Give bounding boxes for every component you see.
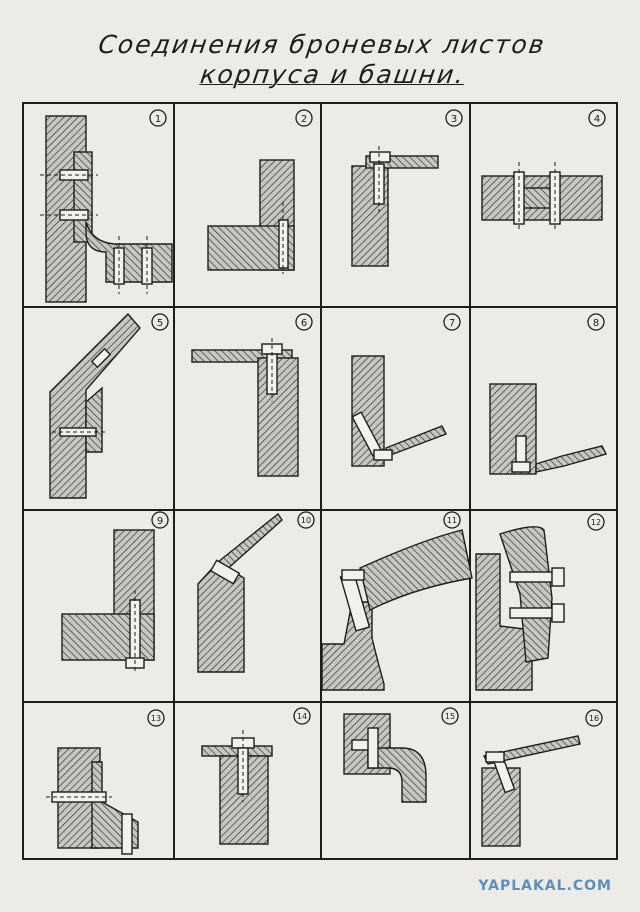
- panel-number-circle: [443, 511, 461, 529]
- panel-number-2-group: 2: [295, 109, 313, 127]
- panel-number-6: 6: [301, 318, 307, 329]
- panel-number-4: 4: [594, 114, 600, 125]
- panel-number-circle: [297, 511, 315, 529]
- panel-number-3-group: 3: [445, 109, 463, 127]
- panel-number-14-group: 14: [293, 707, 311, 725]
- joint-drawing-16: [481, 735, 581, 847]
- title-line-2: корпуса и башни.: [198, 60, 468, 89]
- panel-number-circle: [588, 109, 606, 127]
- panel-number-15-group: 15: [441, 707, 459, 725]
- panel-number-circle: [441, 707, 459, 725]
- panel-number-circle: [587, 313, 605, 331]
- panel-number-circle: [149, 109, 167, 127]
- panel-number-circle: [585, 709, 603, 727]
- grid-frame: [22, 102, 618, 860]
- panel-number-9-group: 9: [151, 511, 169, 529]
- joint-drawing-2: [207, 159, 295, 274]
- panel-number-circle: [443, 313, 461, 331]
- joint-drawing-1: [40, 115, 173, 303]
- panel-number-circle: [147, 709, 165, 727]
- title-line-1: Соединения броневых листов: [96, 30, 548, 59]
- joint-drawing-8: [489, 383, 608, 475]
- joint-drawing-11: [321, 529, 473, 691]
- panel-number-12-group: 12: [587, 513, 605, 531]
- panel-number-1-group: 1: [149, 109, 167, 127]
- joint-drawing-14: [201, 730, 273, 845]
- panel-number-16-group: 16: [585, 709, 603, 727]
- panel-number-7-group: 7: [443, 313, 461, 331]
- panel-number-8: 8: [593, 318, 599, 329]
- panel-number-1: 1: [155, 114, 161, 125]
- page-title: Соединения броневых листов корпуса и баш…: [0, 30, 640, 90]
- panel-number-10-group: 10: [297, 511, 315, 529]
- panel-number-13: 13: [151, 714, 161, 723]
- joint-drawing-7: [351, 355, 447, 467]
- panel-number-11-group: 11: [443, 511, 461, 529]
- joint-drawing-13: [46, 747, 139, 855]
- panel-number-15: 15: [445, 712, 455, 721]
- panel-number-8-group: 8: [587, 313, 605, 331]
- panel-number-circle: [295, 109, 313, 127]
- panel-number-3: 3: [451, 114, 457, 125]
- joint-drawing-12: [475, 526, 565, 691]
- panel-number-2: 2: [301, 114, 307, 125]
- panel-number-7: 7: [449, 318, 455, 329]
- panel-number-16: 16: [589, 714, 599, 723]
- site-watermark: YAPLAKAL.COM: [478, 878, 612, 894]
- joint-drawing-9: [61, 529, 155, 672]
- panel-number-13-group: 13: [147, 709, 165, 727]
- joint-drawing-10: [197, 512, 283, 673]
- joint-drawing-5: [49, 312, 141, 499]
- panel-number-9: 9: [157, 516, 163, 527]
- panel-number-12: 12: [591, 518, 601, 527]
- joint-drawing-6: [191, 338, 299, 477]
- panel-number-11: 11: [447, 516, 457, 525]
- panel-number-10: 10: [301, 516, 311, 525]
- joints-drawing-plate: 1 2 3 4 5 6 7 8 9 10 11 12: [22, 102, 618, 860]
- joint-drawing-4: [481, 162, 603, 230]
- panel-number-circle: [293, 707, 311, 725]
- joint-drawing-15: [343, 713, 427, 803]
- panel-number-circle: [587, 513, 605, 531]
- panel-number-4-group: 4: [588, 109, 606, 127]
- panel-number-14: 14: [297, 712, 307, 721]
- panel-number-6-group: 6: [295, 313, 313, 331]
- panel-number-circle: [295, 313, 313, 331]
- joint-drawing-3: [351, 146, 439, 267]
- panel-number-circle: [151, 511, 169, 529]
- panel-number-5: 5: [157, 318, 163, 329]
- panel-number-circle: [445, 109, 463, 127]
- panel-number-circle: [151, 313, 169, 331]
- panel-number-5-group: 5: [151, 313, 169, 331]
